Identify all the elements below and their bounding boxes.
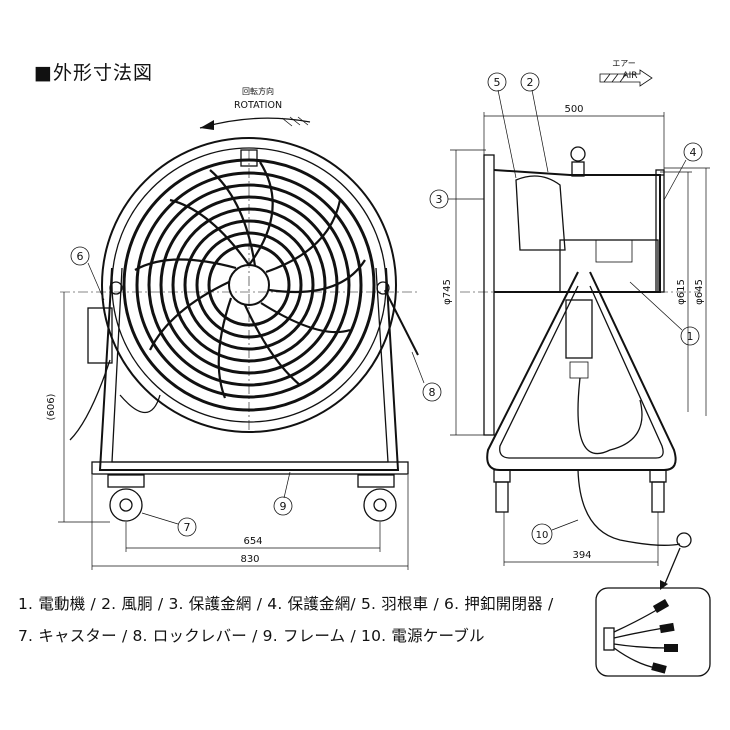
callout-8-label: 8 bbox=[429, 386, 436, 399]
callout-1-label: 1 bbox=[687, 330, 694, 343]
callout-6 bbox=[70, 246, 90, 266]
cable-sheath bbox=[603, 627, 615, 651]
callout-7-leader bbox=[141, 512, 179, 525]
callout-1 bbox=[680, 326, 700, 346]
side-top-handle bbox=[570, 146, 586, 162]
side-frame-inner bbox=[499, 285, 664, 459]
rotation-hatch bbox=[281, 116, 309, 127]
callout-9 bbox=[273, 496, 293, 516]
top-handle bbox=[240, 149, 258, 167]
callout-2 bbox=[520, 72, 540, 92]
cable-terminal bbox=[664, 644, 678, 652]
dim-745-label: φ745 bbox=[442, 279, 453, 305]
callout-7-label: 7 bbox=[184, 521, 191, 534]
cable-end-marker bbox=[676, 532, 692, 548]
callout-5-label: 5 bbox=[494, 76, 501, 89]
callout-8 bbox=[422, 382, 442, 402]
dim-645-label: φ645 bbox=[694, 279, 705, 305]
callout-5 bbox=[487, 72, 507, 92]
callout-10 bbox=[531, 523, 553, 545]
callout-3-label: 3 bbox=[436, 193, 443, 206]
front-cable-loop bbox=[119, 394, 161, 413]
cable-wire bbox=[613, 647, 657, 669]
lock-lever-pivot bbox=[376, 281, 390, 295]
front-caster-right bbox=[357, 474, 397, 522]
guard-spokes bbox=[134, 161, 366, 399]
switch-box bbox=[87, 307, 113, 364]
left-pivot bbox=[109, 281, 123, 295]
dim-606-label: (606) bbox=[46, 393, 57, 420]
callout-4-label: 4 bbox=[690, 146, 697, 159]
rotation-label-jp: 回転方向 bbox=[242, 86, 274, 96]
cable-detail-arrow bbox=[663, 547, 681, 587]
front-view: 回転方向 ROTATION bbox=[46, 86, 442, 570]
fan-casing-outer bbox=[101, 137, 397, 433]
side-frame bbox=[486, 271, 677, 471]
legend-line-2: 7. キャスター / 8. ロックレバー / 9. フレーム / 10. 電源ケ… bbox=[18, 627, 485, 645]
page-title: ■外形寸法図 bbox=[34, 62, 153, 84]
front-cable bbox=[69, 359, 111, 441]
cable-terminal bbox=[651, 662, 667, 674]
motor bbox=[559, 239, 659, 293]
callout-4 bbox=[683, 142, 703, 162]
side-switch bbox=[565, 299, 593, 359]
dim-615-label: φ615 bbox=[676, 279, 687, 305]
impeller-blade bbox=[515, 175, 566, 251]
air-label-en: AIR bbox=[622, 71, 637, 81]
frame-base bbox=[91, 461, 409, 475]
motor-terminal bbox=[595, 239, 633, 263]
dim-654-label: 654 bbox=[243, 536, 262, 547]
side-cable-loop bbox=[577, 377, 643, 455]
dim-394-label: 394 bbox=[572, 550, 591, 561]
cable-detail bbox=[595, 532, 711, 677]
callout-6-label: 6 bbox=[77, 250, 84, 263]
cable-detail-frame bbox=[595, 587, 711, 677]
callout-10-label: 10 bbox=[536, 530, 549, 541]
air-arrow-hatch bbox=[603, 73, 627, 83]
cable-wire bbox=[613, 643, 669, 649]
rotation-arrowhead bbox=[200, 120, 214, 130]
callout-5-leader bbox=[497, 89, 517, 179]
callout-7 bbox=[177, 517, 197, 537]
callout-3 bbox=[429, 189, 449, 209]
callout-9-label: 9 bbox=[280, 500, 287, 513]
rotation-label-en: ROTATION bbox=[234, 100, 282, 111]
air-label-jp: エアー bbox=[612, 59, 636, 68]
callout-9-leader bbox=[283, 471, 291, 499]
callout-10-leader bbox=[551, 519, 579, 531]
cable-terminal bbox=[659, 622, 675, 634]
side-switch-base bbox=[569, 361, 589, 379]
air-arrow bbox=[599, 69, 653, 87]
power-cable bbox=[577, 469, 681, 546]
front-caster-left bbox=[107, 474, 145, 522]
cable-wire bbox=[613, 627, 665, 639]
legend-line-1: 1. 電動機 / 2. 風胴 / 3. 保護金網 / 4. 保護金網/ 5. 羽… bbox=[18, 595, 554, 613]
callout-4-leader bbox=[663, 159, 687, 201]
side-view: エアー AIR 500 bbox=[429, 59, 710, 566]
callout-1-leader bbox=[629, 281, 683, 331]
callout-6-leader bbox=[87, 262, 105, 301]
callout-8-leader bbox=[411, 351, 425, 384]
side-caster-right bbox=[649, 469, 667, 513]
dim-500-label: 500 bbox=[564, 104, 583, 115]
cable-terminal bbox=[652, 599, 670, 613]
callout-2-leader bbox=[531, 89, 549, 173]
side-top-handle-base bbox=[571, 161, 585, 177]
guard-front bbox=[483, 154, 495, 436]
frame-legs bbox=[98, 267, 400, 471]
callout-2-label: 2 bbox=[527, 76, 534, 89]
side-caster-left bbox=[493, 469, 511, 513]
dim-830-label: 830 bbox=[240, 554, 259, 565]
lock-lever bbox=[384, 289, 419, 356]
cable-wire bbox=[613, 607, 661, 633]
